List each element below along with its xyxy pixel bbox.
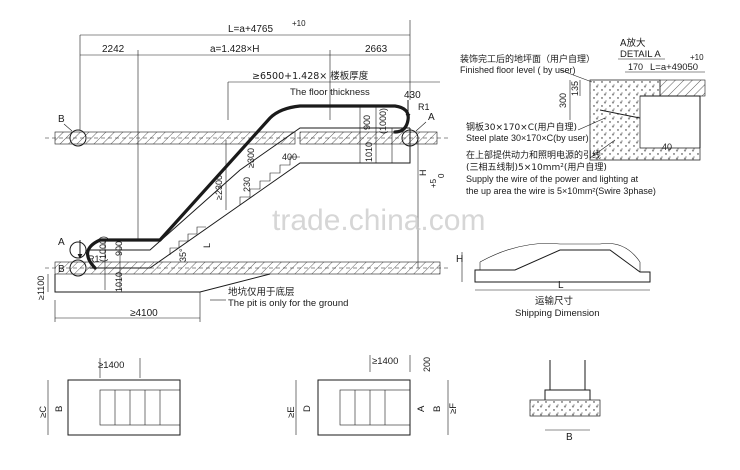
dim-h-tol2: 0 <box>437 173 446 178</box>
detail-dim-135: 135 <box>570 81 580 96</box>
dim-rise-2300: ≥2300 <box>214 175 224 200</box>
label-r1-top: R1 <box>418 102 430 112</box>
detail-circle-b-bottom <box>69 259 87 277</box>
label-a-top: A <box>428 112 435 123</box>
plan-b3: B <box>566 432 573 443</box>
plan-d: D <box>302 405 313 412</box>
dim-h1000-top: (1000) <box>378 108 388 134</box>
handrail <box>86 104 410 270</box>
pit-note-cn: 地坑仅用于底层 <box>228 286 295 298</box>
label-a-bottom: A <box>58 237 65 248</box>
dim-h1010-top: 1010 <box>364 142 374 162</box>
dim-top-end: 430 <box>404 90 421 101</box>
cross-section-pit <box>529 399 601 417</box>
plan-dim-1400-left: ≥1400 <box>98 360 124 371</box>
dim-step-300: ≥300 <box>246 148 256 168</box>
dim-l-label: L <box>202 243 212 248</box>
dim-right-offset: 2663 <box>365 44 388 55</box>
detail-length-tol: +10 <box>690 53 704 62</box>
dim-left-offset: 2242 <box>102 44 125 55</box>
detail-dim-40: 40 <box>662 142 672 152</box>
plan-middle-steps <box>354 390 386 425</box>
detail-length-formula: L=a+49050 <box>650 62 698 73</box>
shipping-title-cn: 运输尺寸 <box>535 295 574 307</box>
plan-dim-200: 200 <box>422 357 432 372</box>
plan-dim-1400-right: ≥1400 <box>372 356 398 367</box>
dim-step-230: 230 <box>242 177 252 192</box>
dim-angle: 35° <box>178 248 188 262</box>
dim-h1000-bottom: (1000) <box>98 236 108 262</box>
shipping-l: L <box>558 280 564 291</box>
dim-total-length: L=a+4765 <box>228 24 273 35</box>
label-r1-bottom: R1 <box>88 254 100 264</box>
shipping-h: H <box>456 254 463 265</box>
detail-plate-cn: 钢板30×170×C(用户自理) <box>466 121 577 133</box>
plan-f: ≥F <box>448 403 459 414</box>
shipping-title-en: Shipping Dimension <box>515 308 600 319</box>
dim-floor-thickness-en: The floor thickness <box>290 87 370 98</box>
detail-title-en: DETAIL A <box>620 49 661 60</box>
plan-b2: B <box>432 406 443 412</box>
detail-dim-170: 170 <box>628 62 643 72</box>
plan-left-steps <box>114 390 161 425</box>
shipping-dimension: H L 运输尺寸 Shipping Dimension <box>456 243 651 319</box>
plan-c: ≥C <box>38 406 49 418</box>
detail-circle-a-top <box>401 129 419 147</box>
dim-step-400: 400 <box>282 152 297 162</box>
detail-plate-en: Steel plate 30×170×C(by user) <box>466 133 589 143</box>
plan-middle-pit <box>317 379 411 436</box>
label-b-bottom: B <box>58 264 65 275</box>
plan-a: A <box>416 405 427 412</box>
shipping-truss <box>474 249 651 283</box>
label-b-top: B <box>58 114 65 125</box>
dim-h1010-bottom: 1010 <box>114 272 124 292</box>
detail-wire-cn1: 在上部提供动力和照明电源的引线 <box>466 149 601 161</box>
main-elevation: L=a+4765 +10 2242 a=1.428×H 2663 ≥6500+1… <box>36 19 450 322</box>
dim-pit-1100: ≥1100 <box>36 276 46 300</box>
detail-circle-a-bottom <box>69 241 87 259</box>
detail-wire-en1: Supply the wire of the power and lightin… <box>466 174 639 184</box>
dim-pit-4100: ≥4100 <box>130 308 158 319</box>
plan-left-pit <box>67 379 181 436</box>
cross-section-truss <box>549 360 586 391</box>
dim-h900-top: 900 <box>362 115 372 130</box>
detail-floor-en: Finished floor level ( by user) <box>460 65 576 75</box>
plan-e: ≥E <box>286 406 297 418</box>
detail-wire-cn2: (三相五线制)5×10mm²(用户自理) <box>466 161 607 173</box>
detail-circle-b-top <box>69 129 87 147</box>
detail-wire-en2: the up area the wire is 5×10mm²(Swire 3p… <box>466 186 656 196</box>
pit-note-en: The pit is only for the ground <box>228 298 348 309</box>
dim-h-label: H <box>418 170 428 177</box>
detail-a: A放大 DETAIL A L=a+49050 +10 170 装饰完工后的地坪面… <box>460 37 706 196</box>
dim-floor-thickness-formula: ≥6500+1.428× 楼板厚度 <box>252 70 369 82</box>
detail-floor-cn: 装饰完工后的地坪面（用户自理） <box>460 53 595 65</box>
detail-title-cn: A放大 <box>620 37 646 49</box>
plan-views: ≥1400 ≥C B ≥1400 200 ≥E D A B ≥F <box>38 355 601 443</box>
watermark: trade.china.com <box>272 204 485 237</box>
dim-a-formula: a=1.428×H <box>210 44 260 55</box>
plan-b: B <box>54 406 65 412</box>
dim-h-tol: +5 <box>429 178 438 188</box>
escalator-steps <box>169 156 300 255</box>
dim-total-length-tol: +10 <box>292 19 306 28</box>
dim-h900-bottom: 900 <box>114 241 124 256</box>
detail-dim-300: 300 <box>558 93 568 108</box>
